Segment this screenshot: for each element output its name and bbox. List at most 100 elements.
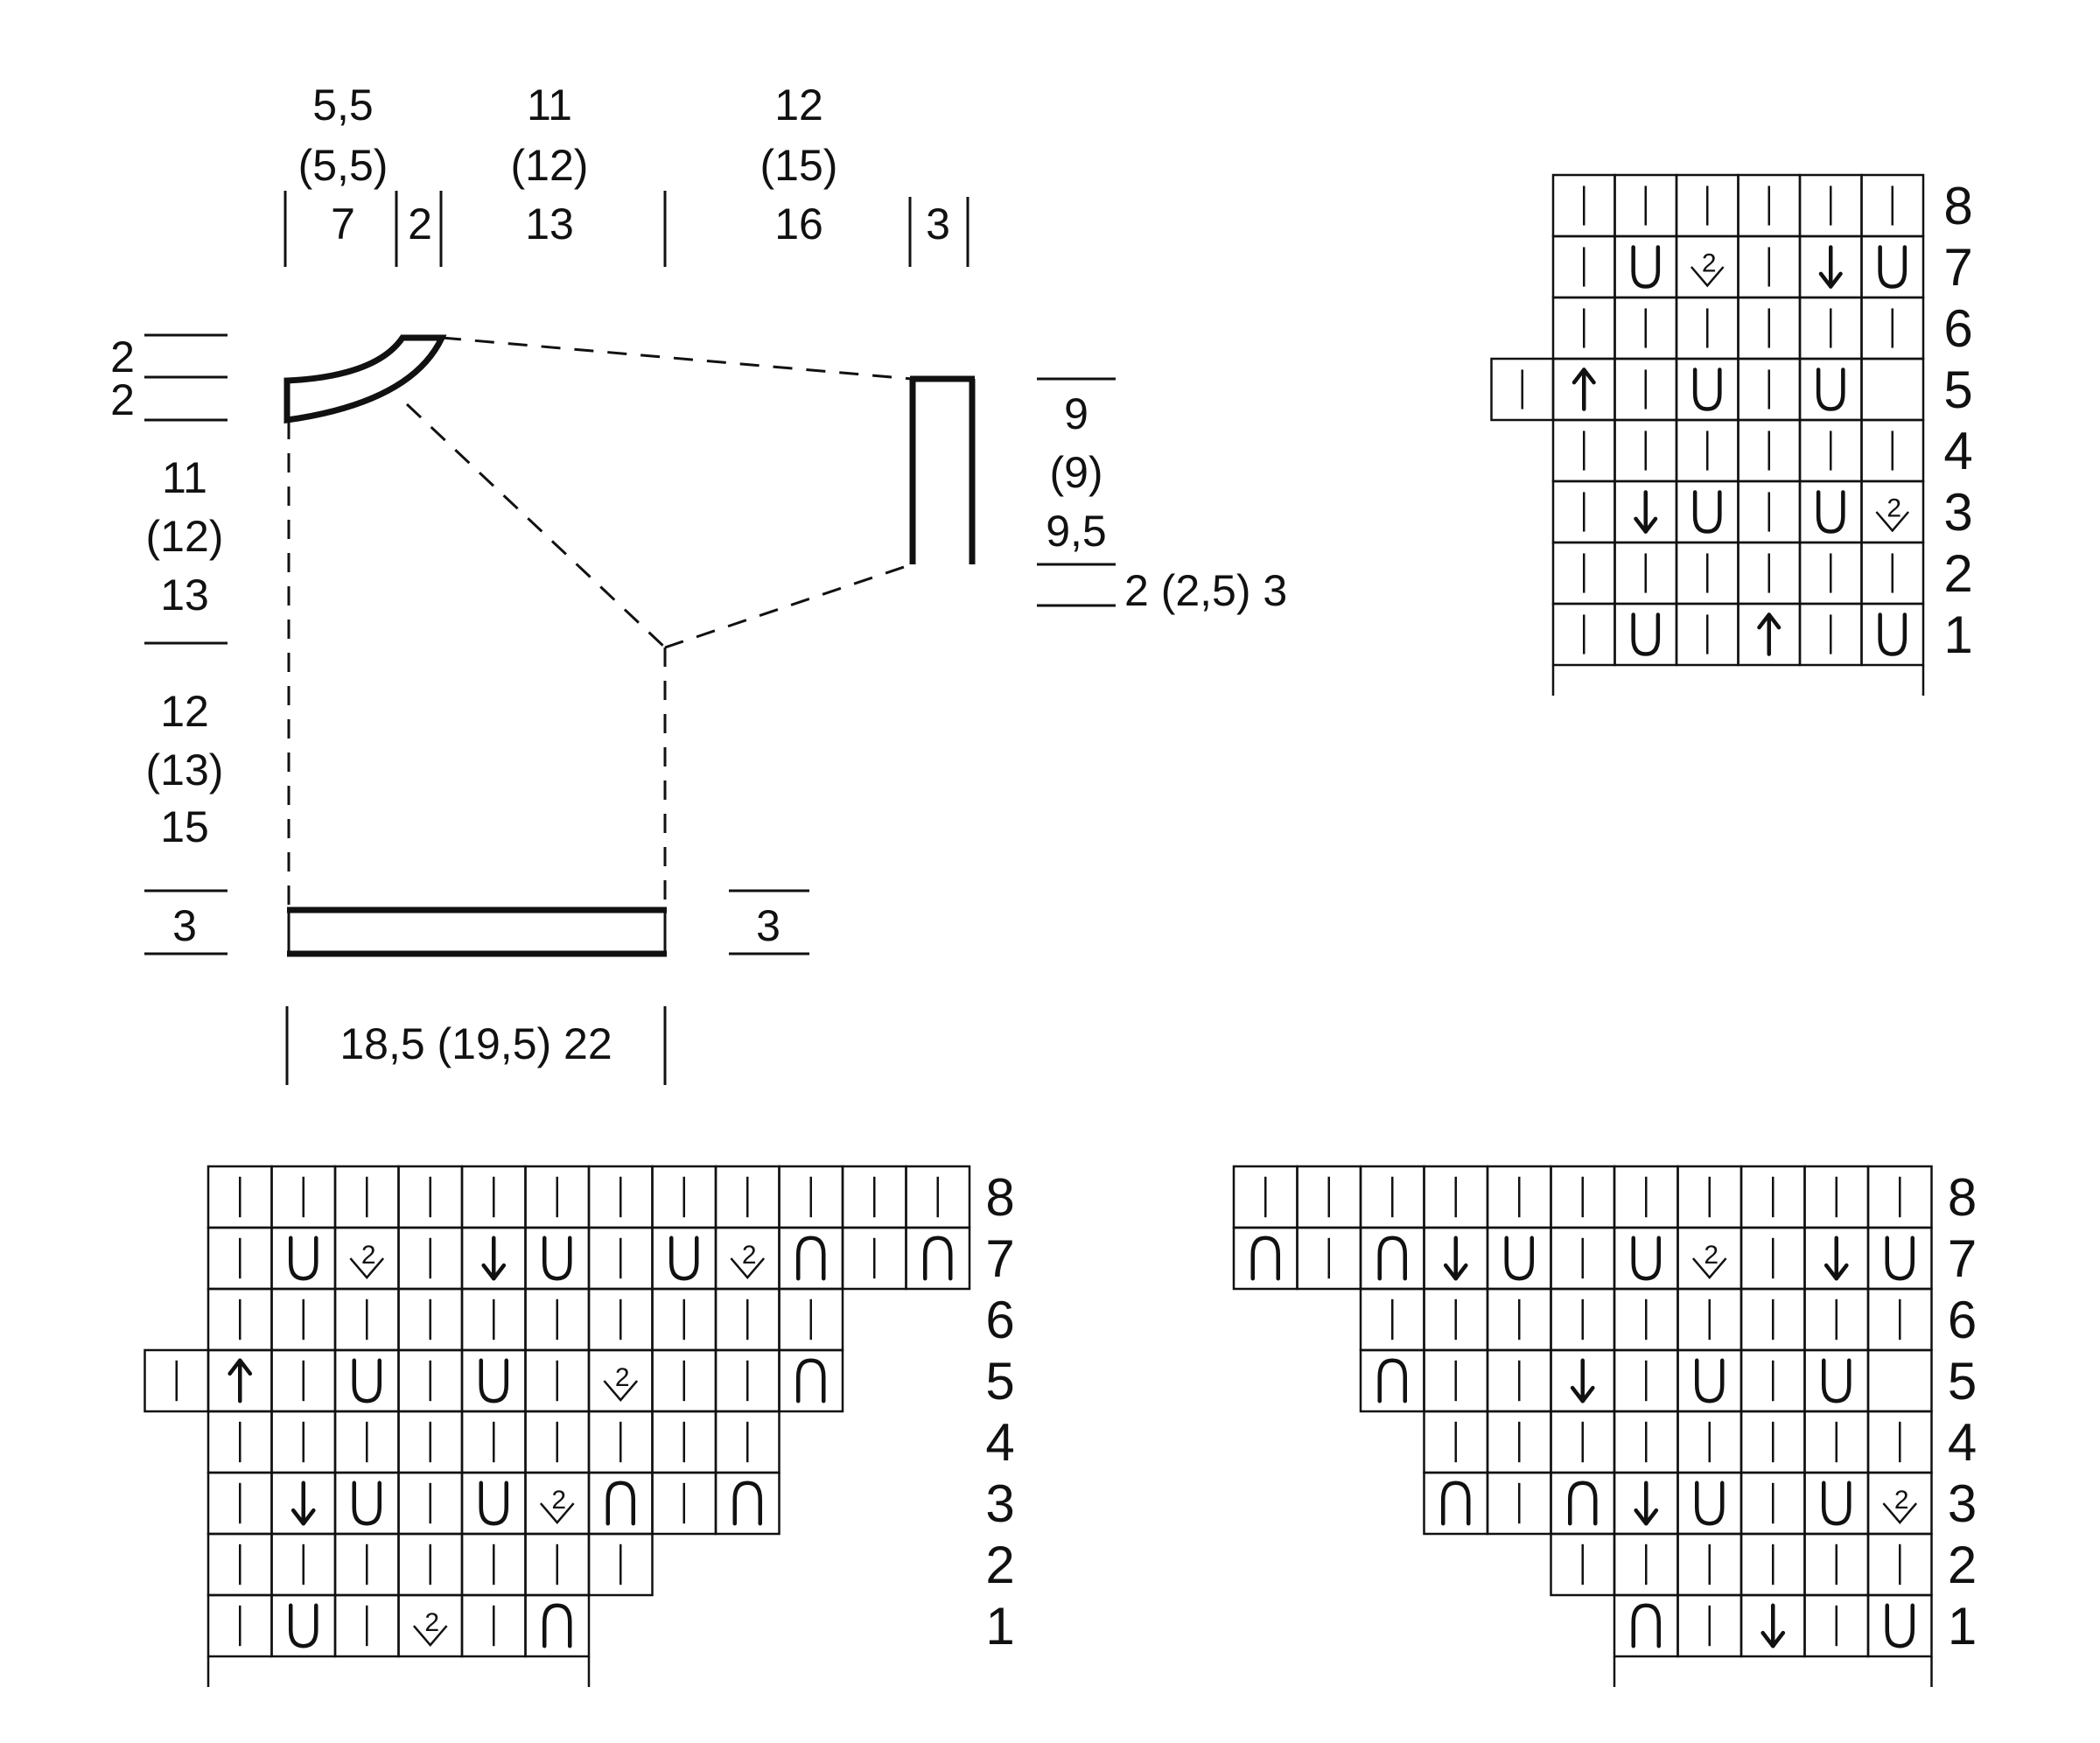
svg-text:2: 2	[424, 1608, 439, 1637]
chart-cell-knit	[1551, 296, 1616, 360]
top-dim-neck: 5,5 (5,5) 7	[298, 80, 388, 248]
bottom-dim: 18,5 (19,5) 22	[285, 1006, 667, 1085]
left-dim-body-line-2: (13)	[146, 746, 224, 794]
chart-cell-knit	[1614, 418, 1678, 483]
chart-cell-right-decrease	[460, 1226, 527, 1291]
chart-cell-knit	[206, 1410, 273, 1474]
chart-cell-knit	[1740, 1165, 1806, 1229]
chart-cell-knit	[651, 1471, 718, 1536]
left-dim-neck-band-1: 2	[110, 332, 135, 382]
chart-cell-knit	[333, 1593, 400, 1658]
chart-cell-knit	[1740, 1226, 1806, 1291]
garment-schematic: 5,5 (5,5) 7 2 11 (12) 13 12 (15) 16 3	[110, 80, 1287, 1085]
chart-b-row-label: 6	[985, 1291, 1014, 1349]
chart-cell-knit	[1675, 541, 1740, 606]
chart-cell-knit	[524, 1348, 591, 1413]
chart-a-row-label: 7	[1943, 238, 1972, 297]
chart-cell-yarn-over	[1860, 602, 1925, 667]
chart-cell-knit	[1740, 1471, 1806, 1536]
chart-b-row-2	[206, 1532, 654, 1597]
chart-cell-knit	[1866, 1287, 1933, 1352]
chart-cell-knit	[460, 1593, 527, 1658]
chart-cell-yarn-over	[1676, 1471, 1743, 1536]
chart-cell-bind-off	[1613, 1593, 1679, 1658]
chart-cell-knit	[1740, 1410, 1806, 1474]
chart-cell-empty	[1860, 357, 1925, 422]
chart-c-row-8	[1232, 1165, 1933, 1229]
chart-cell-knit	[524, 1287, 591, 1352]
chart-cell-knit	[1798, 602, 1863, 667]
chart-cell-knit	[714, 1287, 780, 1352]
chart-cell-knit	[270, 1165, 337, 1229]
chart-a-row-3: 2	[1551, 480, 1925, 544]
chart-b-row-label: 7	[985, 1229, 1014, 1288]
top-dim-sleeve-line-3: 16	[774, 200, 823, 248]
chart-cell-knit	[841, 1226, 907, 1291]
chart-cell-right-decrease	[1423, 1226, 1489, 1291]
chart-cell-knit	[714, 1348, 780, 1413]
chart-cell-knit	[460, 1287, 527, 1352]
chart-cell-knit	[1423, 1348, 1489, 1413]
chart-cell-knit	[714, 1410, 780, 1474]
chart-c-row-label: 8	[1948, 1168, 1977, 1227]
chart-cell-yarn-over	[1676, 1348, 1743, 1413]
chart-cell-knit	[460, 1410, 527, 1474]
chart-cell-knit	[206, 1287, 273, 1352]
chart-cell-yarn-over	[460, 1471, 527, 1536]
chart-cell-knit	[397, 1226, 464, 1291]
chart-cell-bind-off	[778, 1348, 844, 1413]
chart-a-row-label: 8	[1943, 177, 1972, 235]
chart-cell-knit	[587, 1226, 654, 1291]
chart-cell-yarn-over	[1614, 234, 1678, 299]
chart-cell-knit	[841, 1165, 907, 1229]
chart-cell-right-decrease	[270, 1471, 337, 1536]
chart-cell-knit	[714, 1165, 780, 1229]
chart-cell-knit	[1296, 1165, 1362, 1229]
chart-cell-knit	[333, 1532, 400, 1597]
chart-cell-knit	[1803, 1532, 1870, 1597]
chart-cell-knit	[1798, 418, 1863, 483]
chart-a-row-6	[1551, 296, 1925, 360]
chart-cell-bind-off	[524, 1593, 591, 1658]
chart-cell-knit	[1737, 234, 1802, 299]
raglan-line-front	[405, 402, 667, 649]
left-dim-raglan-line-3: 13	[160, 570, 209, 620]
chart-b-row-6	[206, 1287, 844, 1352]
chart-cell-right-decrease	[1613, 1471, 1679, 1536]
chart-cell-knit	[778, 1287, 844, 1352]
bottom-dim-width: 18,5 (19,5) 22	[340, 1019, 612, 1068]
chart-cell-knit	[1550, 1226, 1616, 1291]
top-dim-sleeve-line-2: (15)	[760, 141, 838, 190]
chart-b-row-label: 3	[985, 1474, 1014, 1533]
chart-a-row-label: 3	[1943, 483, 1972, 542]
chart-cell-knit	[397, 1410, 464, 1474]
chart-c-row-label: 7	[1948, 1229, 1977, 1288]
chart-cell-bind-off	[587, 1471, 654, 1536]
chart-cell-yarn-over	[1798, 357, 1863, 422]
chart-cell-yarn-over	[1798, 480, 1863, 544]
chart-cell-knit	[1551, 234, 1616, 299]
chart-cell-knit	[270, 1287, 337, 1352]
chart-cell-knit	[1550, 1410, 1616, 1474]
chart-cell-knit	[1550, 1287, 1616, 1352]
chart-cell-raise	[1551, 357, 1616, 422]
top-dim-neck-line-2: (5,5)	[298, 141, 388, 190]
chart-cell-knit	[1614, 357, 1678, 422]
chart-c-row-5	[1359, 1348, 1933, 1413]
chart-cell-double-decrease: 2	[587, 1348, 654, 1413]
chart-c-row-3: 2	[1423, 1471, 1933, 1536]
chart-cell-yarn-over	[1613, 1226, 1679, 1291]
chart-c-row-2	[1550, 1532, 1933, 1597]
chart-c-row-7: 2	[1232, 1226, 1933, 1291]
left-dim-neck-band-2: 2	[110, 375, 135, 424]
chart-cell-knit	[778, 1165, 844, 1229]
chart-cell-knit	[1675, 173, 1740, 238]
chart-cell-knit	[651, 1348, 718, 1413]
chart-cell-bind-off	[1359, 1226, 1425, 1291]
chart-cell-knit	[1860, 418, 1925, 483]
chart-c-row-4	[1423, 1410, 1933, 1474]
chart-cell-knit	[206, 1165, 273, 1229]
svg-text:2: 2	[742, 1241, 757, 1270]
top-dim-raglan-line-2: (12)	[511, 141, 589, 190]
